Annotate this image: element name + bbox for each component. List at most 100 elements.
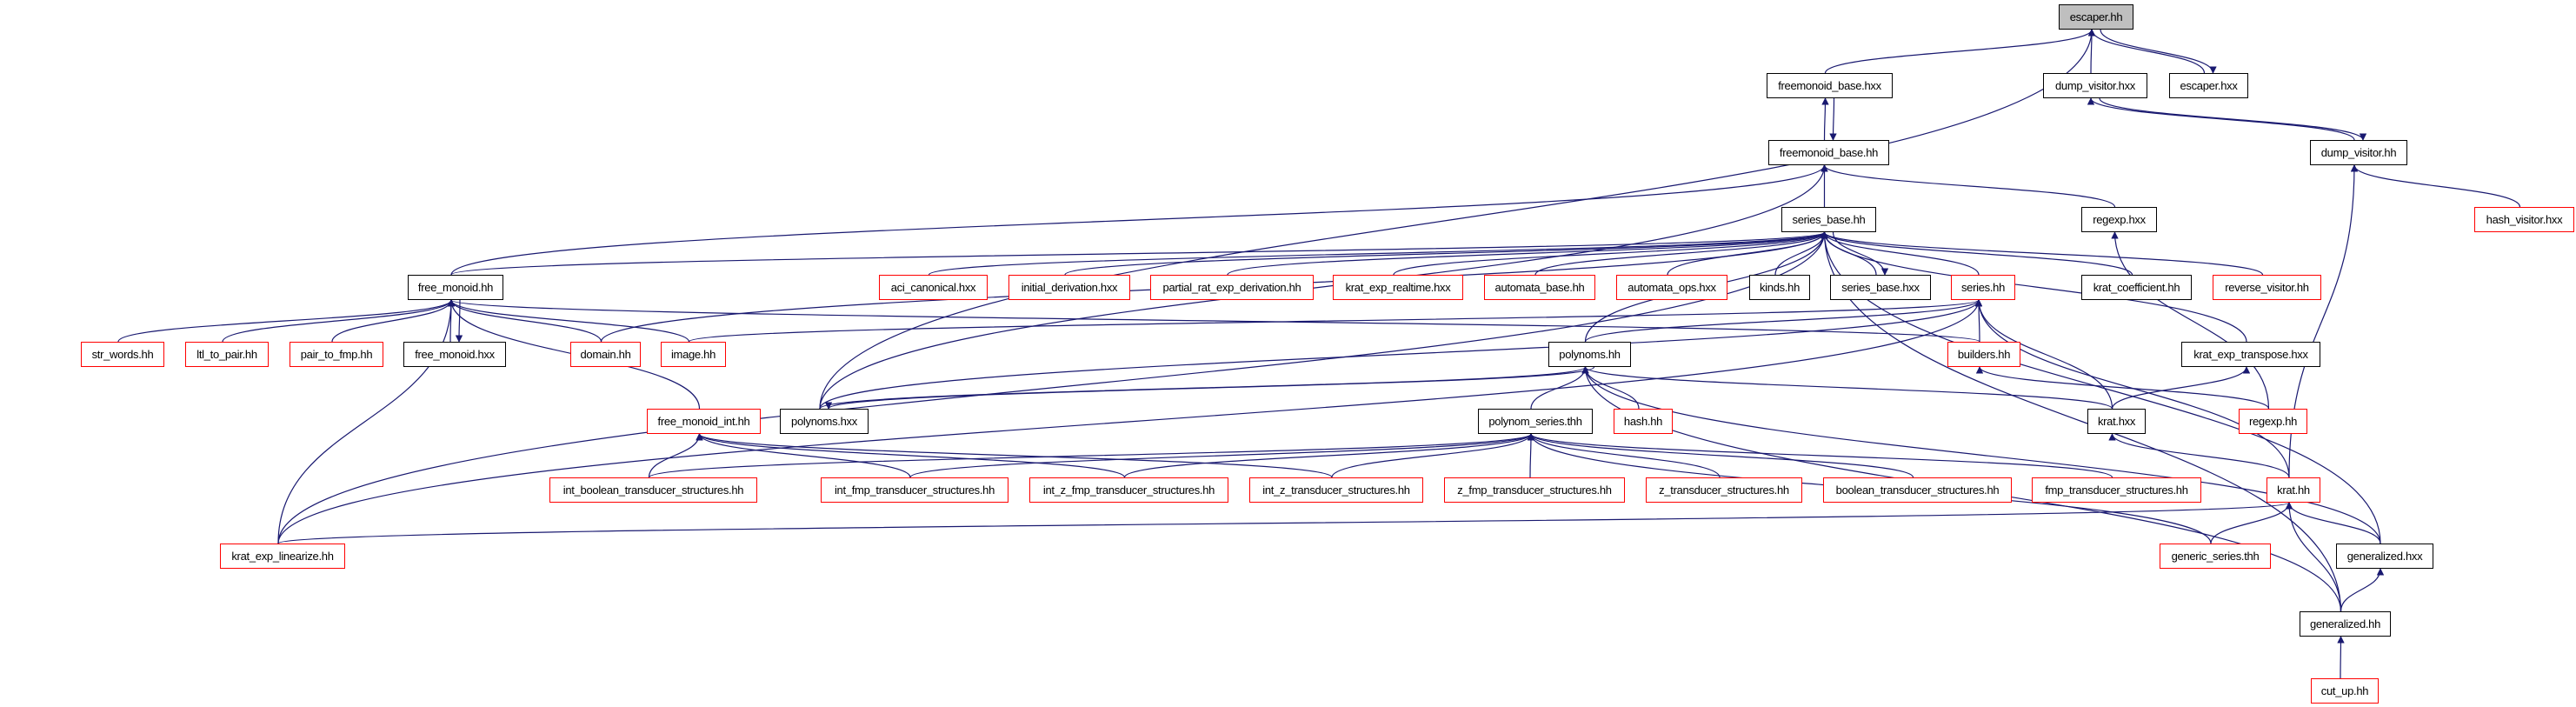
node-series-base-hh[interactable]: series_base.hh [1781, 207, 1876, 232]
node-series-hh[interactable]: series.hh [1951, 275, 2015, 300]
edge-escaper-hh-to-escaper-hxx [2100, 29, 2217, 74]
node-int-fmp-transducer-structures-hh[interactable]: int_fmp_transducer_structures.hh [821, 477, 1008, 503]
edge-krat-hxx-to-polynoms-hh [1581, 366, 2113, 410]
edge-regexp-hh-to-regexp-hxx [2111, 231, 2270, 410]
node-free-monoid-int-hh[interactable]: free_monoid_int.hh [647, 409, 761, 434]
edge-dump-visitor-hxx-to-dump-visitor-hh [2099, 97, 2367, 141]
edge-pair-to-fmp-hh-to-free-monoid-hh [331, 299, 456, 343]
edge-int-z-fmp-transducer-structures-hh-to-free-monoid-int-hh [696, 433, 1126, 478]
node-regexp-hh[interactable]: regexp.hh [2239, 409, 2307, 434]
node-cut-up-hh[interactable]: cut_up.hh [2311, 678, 2379, 704]
edge-partial-rat-exp-derivation-hh-to-series-base-hh [1227, 231, 1828, 276]
node-z-fmp-transducer-structures-hh[interactable]: z_fmp_transducer_structures.hh [1444, 477, 1625, 503]
edge-int-z-transducer-structures-hh-to-polynom-series-thh [1331, 433, 1535, 478]
node-regexp-hxx[interactable]: regexp.hxx [2081, 207, 2157, 232]
edge-polynoms-hxx-to-freemonoid-base-hh [819, 164, 1828, 410]
edge-krat-exp-realtime-hxx-to-series-base-hh [1393, 231, 1828, 276]
node-ltl-to-pair-hh[interactable]: ltl_to_pair.hh [185, 342, 269, 367]
edge-regexp-hxx-to-freemonoid-base-hh [1821, 164, 2116, 208]
node-int-boolean-transducer-structures-hh[interactable]: int_boolean_transducer_structures.hh [549, 477, 757, 503]
edge-freemonoid-base-hh-to-freemonoid-base-hxx [1821, 97, 1829, 141]
edge-hash-visitor-hxx-to-dump-visitor-hh [2350, 164, 2521, 208]
node-hash-hh[interactable]: hash.hh [1614, 409, 1673, 434]
edge-krat-exp-linearize-hh-to-free-monoid-hh [277, 299, 456, 544]
node-krat-hxx[interactable]: krat.hxx [2087, 409, 2146, 434]
edge-polynoms-hh-to-polynoms-hxx [825, 366, 1595, 410]
node-fmp-transducer-structures-hh[interactable]: fmp_transducer_structures.hh [2032, 477, 2201, 503]
edge-int-z-fmp-transducer-structures-hh-to-polynom-series-thh [1123, 433, 1535, 478]
node-automata-ops-hxx[interactable]: automata_ops.hxx [1616, 275, 1727, 300]
node-pair-to-fmp-hh[interactable]: pair_to_fmp.hh [290, 342, 383, 367]
edge-int-fmp-transducer-structures-hh-to-polynom-series-thh [909, 433, 1534, 478]
edge-generalized-hxx-to-krat-hh [2285, 502, 2381, 544]
node-reverse-visitor-hh[interactable]: reverse_visitor.hh [2213, 275, 2321, 300]
node-automata-base-hh[interactable]: automata_base.hh [1484, 275, 1595, 300]
node-escaper-hh[interactable]: escaper.hh [2059, 4, 2133, 30]
node-kinds-hh[interactable]: kinds.hh [1749, 275, 1810, 300]
edge-z-transducer-structures-hh-to-polynom-series-thh [1527, 433, 1721, 478]
node-partial-rat-exp-derivation-hh[interactable]: partial_rat_exp_derivation.hh [1150, 275, 1314, 300]
edge-krat-hxx-to-krat-exp-transpose-hxx [2111, 366, 2251, 410]
edge-regexp-hh-to-builders-hh [1975, 366, 2270, 410]
edge-generalized-hh-to-krat-hh [2285, 502, 2342, 612]
node-polynom-series-thh[interactable]: polynom_series.thh [1478, 409, 1593, 434]
node-int-z-fmp-transducer-structures-hh[interactable]: int_z_fmp_transducer_structures.hh [1029, 477, 1228, 503]
edge-escaper-hxx-to-escaper-hh [2087, 29, 2206, 74]
edge-z-fmp-transducer-structures-hh-to-polynom-series-thh [1527, 433, 1535, 478]
edge-series-hh-to-series-base-hh [1821, 231, 1980, 276]
node-krat-coefficient-hh[interactable]: krat_coefficient.hh [2081, 275, 2192, 300]
node-z-transducer-structures-hh[interactable]: z_transducer_structures.hh [1646, 477, 1802, 503]
node-boolean-transducer-structures-hh[interactable]: boolean_transducer_structures.hh [1823, 477, 2012, 503]
node-domain-hh[interactable]: domain.hh [570, 342, 641, 367]
node-dump-visitor-hh[interactable]: dump_visitor.hh [2310, 140, 2407, 165]
node-escaper-hxx[interactable]: escaper.hxx [2169, 73, 2248, 98]
node-freemonoid-base-hh[interactable]: freemonoid_base.hh [1768, 140, 1889, 165]
node-krat-hh[interactable]: krat.hh [2266, 477, 2320, 503]
edge-str-words-hh-to-free-monoid-hh [117, 299, 456, 343]
edge-automata-base-hh-to-series-base-hh [1534, 231, 1828, 276]
node-int-z-transducer-structures-hh[interactable]: int_z_transducer_structures.hh [1249, 477, 1423, 503]
edge-aci-canonical-hxx-to-series-base-hh [928, 231, 1828, 276]
edge-builders-hh-to-free-monoid-hh [448, 299, 1980, 343]
edge-generalized-hh-to-generalized-hxx [2340, 568, 2385, 612]
edge-int-boolean-transducer-structures-hh-to-polynom-series-thh [648, 433, 1534, 478]
edge-polynoms-hxx-to-series-hh [819, 299, 1983, 410]
node-initial-derivation-hxx[interactable]: initial_derivation.hxx [1008, 275, 1130, 300]
edge-krat-hxx-to-series-hh [1974, 299, 2113, 410]
edge-cut-up-hh-to-generalized-hh [2337, 636, 2345, 679]
node-generalized-hxx[interactable]: generalized.hxx [2336, 544, 2433, 569]
node-builders-hh[interactable]: builders.hh [1947, 342, 2020, 367]
edge-image-hh-to-free-monoid-hh [447, 299, 690, 343]
node-image-hh[interactable]: image.hh [661, 342, 726, 367]
edge-dump-visitor-hh-to-dump-visitor-hxx [2087, 97, 2355, 141]
node-krat-exp-realtime-hxx[interactable]: krat_exp_realtime.hxx [1333, 275, 1463, 300]
node-series-base-hxx[interactable]: series_base.hxx [1830, 275, 1931, 300]
edge-int-fmp-transducer-structures-hh-to-free-monoid-int-hh [696, 433, 911, 478]
node-krat-exp-linearize-hh[interactable]: krat_exp_linearize.hh [220, 544, 345, 569]
node-generic-series-thh[interactable]: generic_series.thh [2160, 544, 2271, 569]
node-polynoms-hxx[interactable]: polynoms.hxx [780, 409, 869, 434]
edge-image-hh-to-series-hh [688, 299, 1982, 343]
edge-free-monoid-hh-to-free-monoid-hxx [455, 299, 463, 343]
edge-generalized-hh-to-series-base-hh [1821, 231, 2342, 612]
node-aci-canonical-hxx[interactable]: aci_canonical.hxx [879, 275, 988, 300]
edge-krat-hh-to-krat-hxx [2108, 433, 2290, 478]
node-krat-exp-transpose-hxx[interactable]: krat_exp_transpose.hxx [2181, 342, 2320, 367]
node-dump-visitor-hxx[interactable]: dump_visitor.hxx [2043, 73, 2147, 98]
edge-free-monoid-hh-to-freemonoid-base-hh [450, 164, 1828, 276]
node-polynoms-hh[interactable]: polynoms.hh [1548, 342, 1631, 367]
node-hash-visitor-hxx[interactable]: hash_visitor.hxx [2474, 207, 2574, 232]
node-generalized-hh[interactable]: generalized.hh [2300, 611, 2391, 637]
node-freemonoid-base-hxx[interactable]: freemonoid_base.hxx [1767, 73, 1893, 98]
edge-boolean-transducer-structures-hh-to-polynom-series-thh [1527, 433, 1914, 478]
edge-generalized-hxx-to-polynoms-hh [1581, 366, 2381, 544]
edge-ltl-to-pair-hh-to-free-monoid-hh [222, 299, 456, 343]
edge-polynoms-hxx-to-escaper-hh [819, 29, 2096, 410]
node-free-monoid-hxx[interactable]: free_monoid.hxx [403, 342, 506, 367]
edge-krat-exp-linearize-hh-to-series-hh [277, 299, 1983, 544]
node-free-monoid-hh[interactable]: free_monoid.hh [408, 275, 503, 300]
node-str-words-hh[interactable]: str_words.hh [81, 342, 164, 367]
edge-krat-coefficient-hh-to-series-base-hh [1821, 231, 2133, 276]
